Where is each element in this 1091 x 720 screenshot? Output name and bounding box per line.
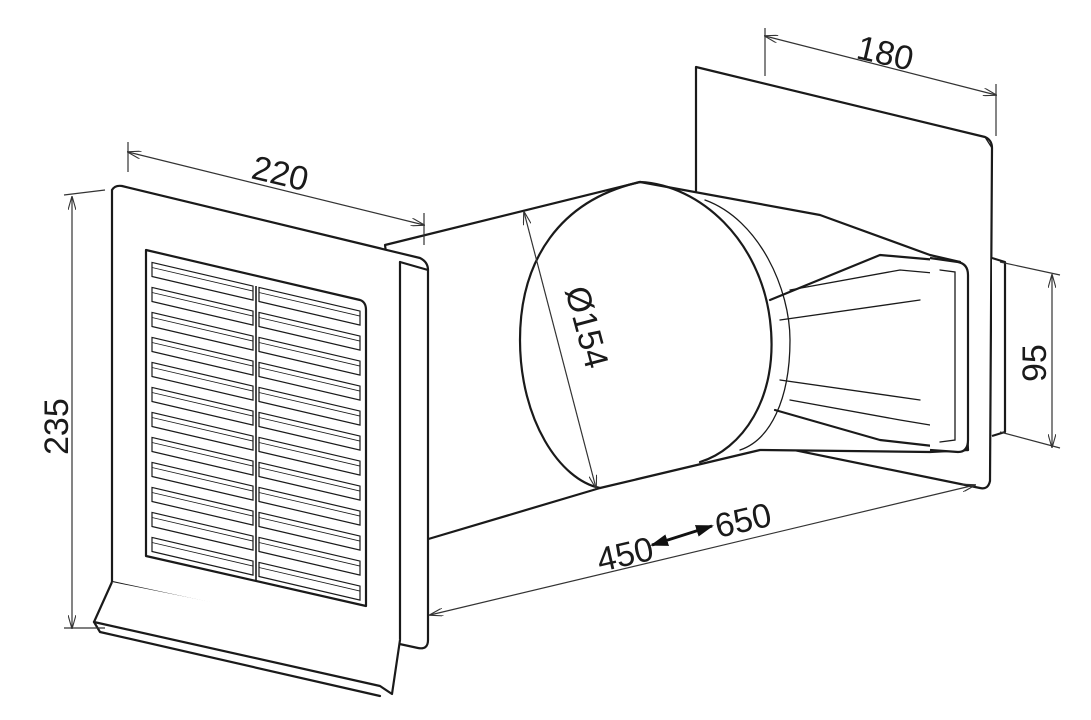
grille-louvers (151, 261, 361, 601)
louver-slat (258, 286, 361, 326)
louver-slat (151, 436, 254, 476)
label-outlet-height: 95 (1016, 344, 1054, 382)
louver-edge (151, 392, 254, 417)
louver-slat (258, 336, 361, 376)
louver-slat (151, 286, 254, 326)
louver-edge (151, 492, 254, 517)
louver-edge (151, 267, 254, 292)
louver-slat (151, 386, 254, 426)
louver-edge (258, 517, 361, 542)
louver-edge (258, 567, 361, 592)
label-length-min: 450 (593, 530, 657, 580)
louver-edge (258, 467, 361, 492)
louver-slat (151, 411, 254, 451)
louver-slat (151, 336, 254, 376)
louver-slat (151, 361, 254, 401)
louver-edge (151, 317, 254, 342)
dimension-grille-height: 235 (38, 189, 106, 628)
label-plate-width: 180 (853, 29, 917, 79)
louver-edge (258, 542, 361, 567)
louver-slat (258, 461, 361, 501)
louver-edge (258, 417, 361, 442)
louver-slat (258, 386, 361, 426)
louver-slat (258, 436, 361, 476)
outlet-stub (991, 256, 1007, 438)
louver-slat (151, 261, 254, 301)
louver-edge (258, 367, 361, 392)
louver-slat (151, 511, 254, 551)
label-grille-height: 235 (38, 398, 76, 455)
louver-edge (258, 392, 361, 417)
louver-edge (151, 417, 254, 442)
louver-slat (151, 461, 254, 501)
louver-edge (258, 317, 361, 342)
louver-edge (151, 292, 254, 317)
louver-slat (258, 311, 361, 351)
louver-edge (151, 367, 254, 392)
louver-edge (151, 342, 254, 367)
louver-slat (258, 411, 361, 451)
dimension-outlet-height: 95 (999, 261, 1061, 449)
label-grille-width: 220 (248, 149, 312, 199)
louver-edge (151, 542, 254, 567)
louver-edge (151, 467, 254, 492)
louver-slat (258, 561, 361, 601)
louver-slat (151, 311, 254, 351)
louver-slat (258, 486, 361, 526)
louver-slat (258, 361, 361, 401)
louver-edge (151, 517, 254, 542)
double-arrow-icon (650, 524, 714, 547)
louver-edge (151, 442, 254, 467)
label-length-max: 650 (711, 496, 775, 546)
louver-edge (258, 342, 361, 367)
louver-edge (258, 292, 361, 317)
louver-edge (258, 492, 361, 517)
louver-slat (258, 511, 361, 551)
louver-edge (258, 442, 361, 467)
louver-slat (258, 536, 361, 576)
louver-slat (151, 536, 254, 576)
louver-slat (151, 486, 254, 526)
